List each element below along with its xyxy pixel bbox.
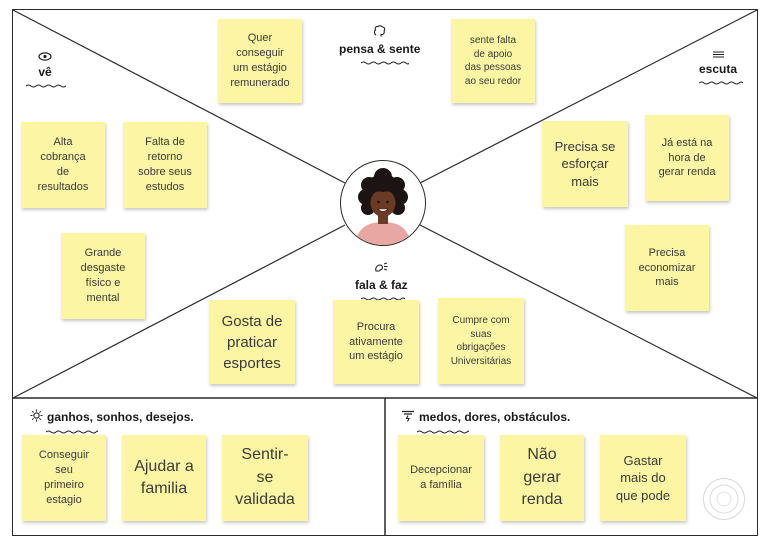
sun-icon: [30, 409, 43, 425]
sticky-note: Conseguir seu primeiro estagio: [22, 435, 106, 521]
persona-eye: [386, 200, 389, 204]
section-fala-title: fala & faz: [355, 262, 408, 301]
section-pensa-title: pensa & sente: [339, 25, 421, 65]
divider-top-left: [12, 9, 346, 184]
sticky-note: Precisa se esforçar mais: [542, 121, 628, 207]
divider-bottom-left: [12, 224, 346, 399]
sticky-note: Sentir- se validada: [222, 435, 308, 521]
persona-smile: [377, 208, 389, 212]
sticky-note: sente falta de apoio das pessoas ao seu …: [451, 19, 535, 103]
sticky-note: Gosta de praticar esportes: [209, 300, 295, 384]
sticky-note: Cumpre com suas obrigações Universitária…: [438, 298, 524, 384]
speaking-icon: [374, 262, 388, 276]
section-escuta-title: escuta: [699, 50, 743, 85]
section-fala-label: fala & faz: [355, 278, 408, 292]
squiggle-underline: [361, 61, 409, 65]
persona-eye: [377, 200, 380, 204]
squiggle-underline: [46, 430, 98, 434]
persona-avatar: [340, 160, 426, 246]
sticky-note: Precisa economizar mais: [625, 225, 709, 311]
sticky-note: Decepcionar a família: [398, 435, 484, 521]
divider-bottom-right: [419, 224, 758, 399]
section-ve-label: vê: [38, 65, 52, 79]
sticky-note: Gastar mais do que pode: [600, 435, 686, 521]
brain-icon: [373, 25, 386, 40]
persona-neck: [378, 213, 388, 224]
eye-icon: [38, 52, 52, 64]
watermark-seal: [703, 478, 745, 520]
squiggle-underline: [26, 84, 66, 88]
squiggle-underline: [699, 81, 743, 85]
persona-face: [370, 189, 396, 217]
sticky-note: Grande desgaste físico e mental: [61, 233, 145, 319]
sticky-note: Alta cobrança de resultados: [21, 122, 105, 208]
sticky-note: Ajudar a familia: [122, 435, 206, 521]
sticky-note: Procura ativamente um estágio: [333, 300, 419, 384]
section-escuta-label: escuta: [699, 62, 738, 76]
storm-cloud-icon: [401, 409, 415, 425]
sticky-note: Quer conseguir um estágio remunerado: [218, 19, 302, 103]
section-ganhos-title: ganhos, sonhos, desejos.: [30, 409, 194, 434]
section-medos-title: medos, dores, obstáculos.: [401, 409, 571, 434]
section-medos-label: medos, dores, obstáculos.: [419, 410, 571, 424]
sticky-note: Já está na hora de gerar renda: [645, 115, 729, 201]
sticky-note: Falta de retorno sobre seus estudos: [123, 122, 207, 208]
section-ganhos-label: ganhos, sonhos, desejos.: [47, 410, 194, 424]
squiggle-underline: [417, 430, 469, 434]
section-pensa-label: pensa & sente: [339, 42, 421, 56]
ear-icon: [712, 50, 725, 61]
sticky-note: Não gerar renda: [500, 435, 584, 521]
divider-top-right: [419, 9, 758, 184]
section-ve-title: vê: [26, 52, 66, 88]
persona-shirt: [355, 222, 411, 245]
